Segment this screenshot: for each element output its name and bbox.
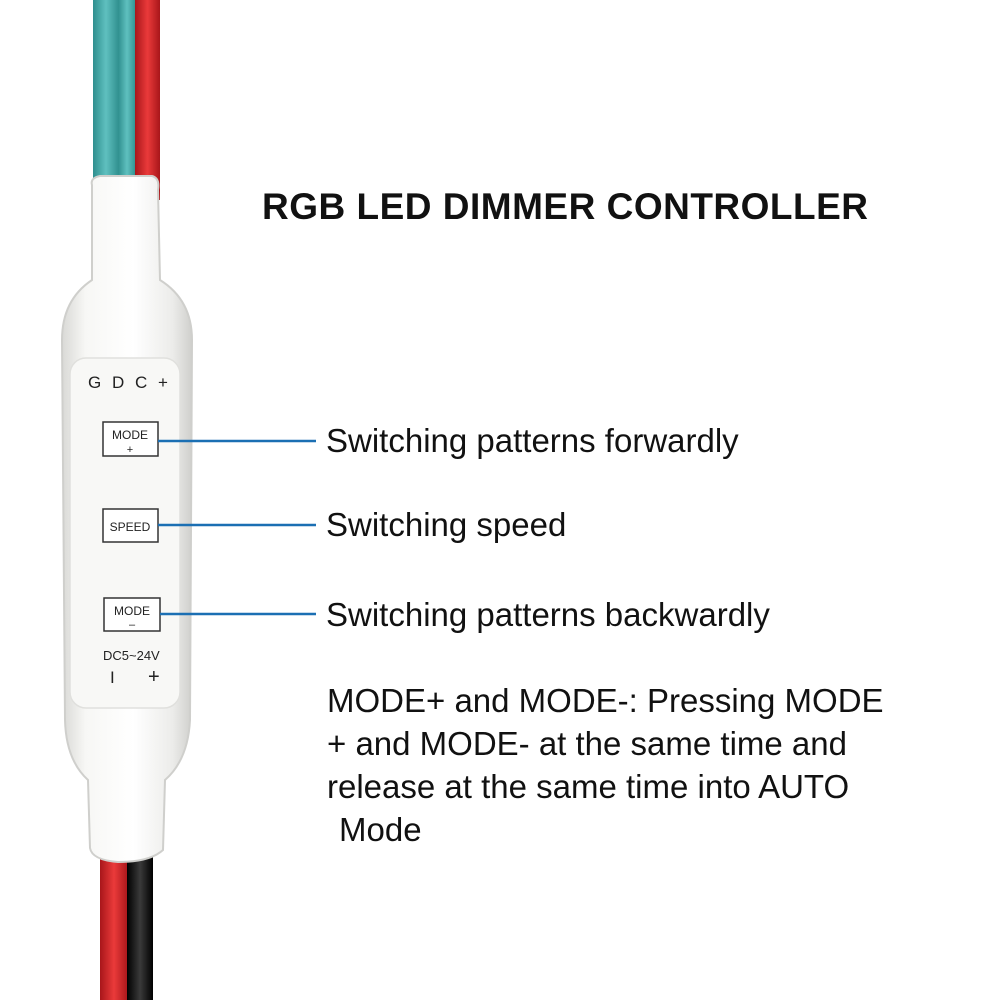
bottom-wires (100, 850, 153, 1000)
speed-button-label: SPEED (110, 520, 151, 534)
page-title: RGB LED DIMMER CONTROLLER (262, 186, 869, 227)
note-line: Mode (339, 811, 422, 848)
wire-cyan (118, 0, 136, 200)
mode-minus-button[interactable]: MODE – (103, 597, 161, 632)
wire-cyan (93, 0, 119, 200)
mode-plus-button-label: MODE (112, 428, 148, 442)
auto-mode-note: MODE+ and MODE-: Pressing MODE + and MOD… (327, 679, 967, 851)
top-wires (93, 0, 160, 200)
note-line: MODE+ and MODE-: Pressing MODE (327, 682, 884, 719)
label-speed: Switching speed (326, 506, 567, 543)
mode-plus-button[interactable]: MODE + (102, 421, 159, 457)
voltage-label: DC5~24V (103, 648, 160, 663)
wire-red (100, 850, 128, 1000)
mode-minus-button-sign: – (129, 619, 136, 631)
wire-black (127, 850, 153, 1000)
power-negative-label: I (110, 668, 115, 687)
wire-red (135, 0, 160, 200)
speed-button[interactable]: SPEED (102, 508, 159, 543)
note-line: release at the same time into AUTO (327, 768, 850, 805)
mode-minus-button-label: MODE (114, 604, 150, 618)
power-positive-label: + (148, 666, 160, 688)
note-line: + and MODE- at the same time and (327, 725, 847, 762)
label-mode-plus: Switching patterns forwardly (326, 422, 739, 459)
pin-labels: G D C + (88, 373, 171, 392)
label-mode-minus: Switching patterns backwardly (326, 596, 770, 633)
mode-plus-button-sign: + (127, 444, 133, 456)
